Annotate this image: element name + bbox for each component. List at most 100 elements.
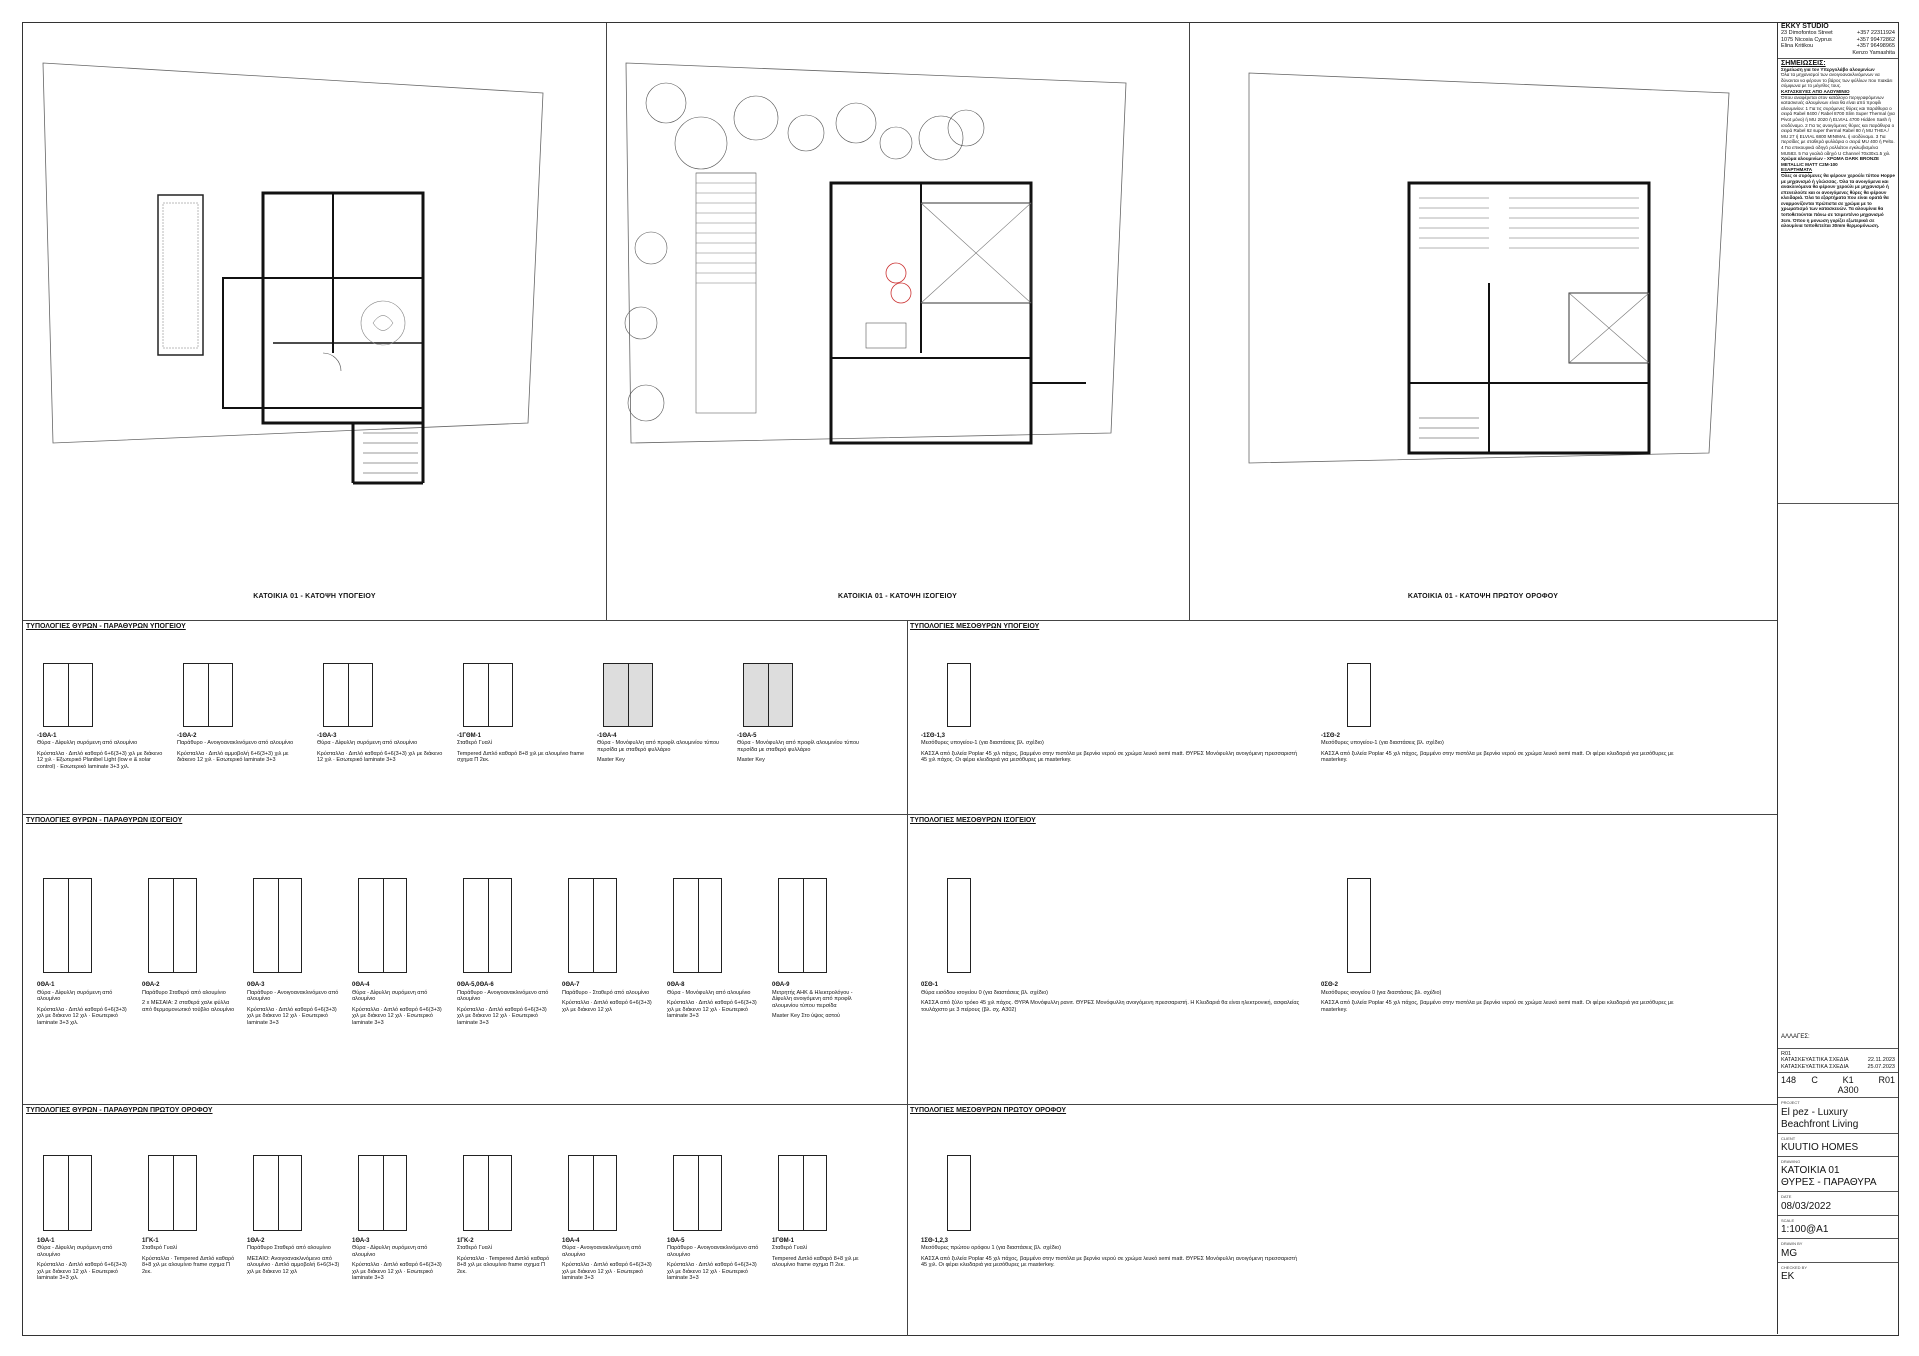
door-item-spec: ΚΑΣΣΑ από ξυλεία Poplar 45 χιλ πάχος, βα…: [1321, 750, 1674, 764]
date-cell: DATE 08/03/2022: [1778, 1192, 1898, 1216]
revision-code: R01: [1781, 1051, 1792, 1058]
notes-body-2: Όπου αναφέρεται στον κατάλογο περιγραφόμ…: [1781, 94, 1895, 156]
item-code: 1ΓΘΜ-1: [772, 1237, 794, 1244]
item-description: Παράθυρο - Ανοιγοανακλινόμενο από αλουμί…: [177, 740, 294, 747]
notes-body: Όλα τα μηχανισμοί των ανοιγοανακλινόμενω…: [1781, 72, 1893, 89]
project-label: PROJECT: [1781, 1100, 1800, 1106]
item-description: Θύρα - Δίφυλλη συρόμενη από αλουμίνιο: [37, 1245, 113, 1258]
studio-info: EKKY STUDIO 23 Dimofontos Street 1075 Ni…: [1778, 22, 1898, 60]
item-description: Θύρα - Ανοιγοανακλινόμενη από αλουμίνιο: [562, 1245, 642, 1258]
elevation-drawing: [148, 877, 198, 973]
item-code: 1ΓΚ-2: [457, 1237, 474, 1244]
band-basement-windows: ΤΥΠΟΛΟΓΙΕΣ ΘΥΡΩΝ - ΠΑΡΑΘΥΡΩΝ ΥΠΟΓΕΙΟΥ: [23, 620, 908, 815]
door-item-desc: Μεσόθυρες υπογείου-1 (για διαστάσεις βλ.…: [921, 740, 1044, 747]
drawing-number: K1 A300: [1837, 1075, 1859, 1096]
plan-ground-drawing: [624, 62, 1127, 445]
client-label: CLIENT: [1781, 1135, 1796, 1141]
item-spec: Κρύσταλλα · Διπλό καθαρό 6+6(3+3) χιλ με…: [457, 1006, 547, 1026]
elevation-mullion: [67, 878, 69, 972]
elevation-mullion: [697, 878, 699, 972]
revision-1-label: ΚΑΤΑΣΚΕΥΑΣΤΙΚΑ ΣΧΕΔΙΑ: [1781, 1057, 1849, 1064]
elevation-mullion: [628, 663, 629, 726]
elevation-drawing: [43, 662, 93, 727]
door-item-spec: ΚΑΣΣΑ από ξυλεία Poplar 45 χιλ πάχος, βα…: [921, 750, 1298, 764]
item-code: 0ΘΑ-5,0ΘΑ-6: [457, 982, 494, 989]
item-description: Θύρα - Δίφυλλη συρόμενη από αλουμίνιο: [37, 740, 138, 747]
door-item-spec: ΚΑΣΣΑ από ξύλο τρόκο 45 χιλ πάχος. ΘΥΡΑ …: [921, 1000, 1300, 1013]
item-code: -1ΘΑ-3: [317, 732, 337, 739]
elevation-mullion: [802, 878, 804, 972]
item-spec: Master Key: [597, 757, 625, 764]
band-title: ΤΥΠΟΛΟΓΙΕΣ ΜΕΣΟΘΥΡΩΝ ΥΠΟΓΕΙΟΥ: [910, 623, 1040, 630]
item-code: -1ΘΑ-2: [177, 732, 197, 739]
door-item-code: 1ΣΘ-1,2,3: [921, 1237, 948, 1244]
scale-value: 1:100@A1: [1781, 1224, 1829, 1236]
item-spec: Κρύσταλλα · Tempered Διπλό καθαρό 8+8 χι…: [457, 1255, 550, 1275]
elevation-drawing: [253, 877, 303, 973]
elevation-mullion: [768, 663, 769, 726]
band-title: ΤΥΠΟΛΟΓΙΕΣ ΘΥΡΩΝ - ΠΑΡΑΘΥΡΩΝ ΙΣΟΓΕΙΟΥ: [26, 817, 183, 824]
elevation-drawing: [463, 1154, 513, 1231]
elevation-drawing: [148, 1154, 198, 1231]
item-description: Θύρα - Δίφυλλη συρόμενη από αλουμίνιο: [352, 1245, 428, 1258]
drawing-title-1: ΚΑΤΟΙΚΙΑ 01: [1781, 1165, 1840, 1177]
notes-intro: Σημείωση για τον Υπεργολάβο αλουμινίων: [1781, 66, 1875, 72]
band-title: ΤΥΠΟΛΟΓΙΕΣ ΘΥΡΩΝ - ΠΑΡΑΘΥΡΩΝ ΠΡΩΤΟΥ ΟΡΟΦ…: [26, 1107, 213, 1114]
door-item-desc: Μεσόθυρες ισογείου 0 (για διαστάσεις βλ.…: [1321, 989, 1442, 996]
item-spec: Master Key Στο ύψος αστού: [772, 1013, 841, 1020]
item-spec: Κρύσταλλα · Διπλό καθαρό 6+6(3+3) χιλ με…: [562, 1000, 652, 1013]
item-spec: Κρύσταλλα · Διπλό καθαρό 6+6(3+3) χιλ με…: [37, 1262, 127, 1282]
elevation-drawing: [358, 877, 408, 973]
client-cell: CLIENT KUUTIO HOMES: [1778, 1134, 1898, 1158]
elevation-mullion: [172, 1155, 174, 1230]
drawn-value: MG: [1781, 1247, 1798, 1259]
door-item-code: -1ΣΘ-1,3: [921, 732, 945, 739]
item-code: -1ΘΑ-4: [597, 732, 617, 739]
item-code: 0ΘΑ-8: [667, 982, 685, 989]
elevation-drawing: [568, 877, 618, 973]
item-description: Παράθυρο - Ανοιγοανακλινόμενο από αλουμί…: [667, 1245, 759, 1258]
elevation-drawing: [603, 662, 653, 727]
stage: C: [1811, 1075, 1818, 1086]
checked-cell: CHECKED BY EK: [1778, 1263, 1898, 1285]
elevation-mullion: [382, 1155, 384, 1230]
elevation-drawing: [253, 1154, 303, 1231]
item-code: 1ΘΑ-2: [247, 1237, 265, 1244]
notes: ΣΗΜΕΙΩΣΕΙΣ: Σημείωση για τον Υπεργολάβο …: [1778, 59, 1898, 505]
checked-label: CHECKED BY: [1781, 1264, 1808, 1270]
revision-1-date: 22.11.2023: [1867, 1057, 1895, 1064]
item-spec: Tempered Διπλό καθαρό 8+8 χιλ με αλουμίν…: [772, 1255, 859, 1269]
item-description: Θύρα - Δίφυλλη συρόμενη από αλουμίνιο: [317, 740, 418, 747]
drawn-cell: DRAWN BY MG: [1778, 1239, 1898, 1263]
item-code: 0ΘΑ-3: [247, 982, 265, 989]
item-spec: Κρύσταλλα · Διπλό καθαρό 6+6(3+3) χιλ με…: [352, 1006, 442, 1026]
band-title: ΤΥΠΟΛΟΓΙΕΣ ΜΕΣΟΘΥΡΩΝ ΠΡΩΤΟΥ ΟΡΟΦΟΥ: [910, 1107, 1067, 1114]
elevation-drawing: [673, 1154, 723, 1231]
drawing-sheet: ΚΑΤΟΙΚΙΑ 01 - ΚΑΤΟΨΗ ΥΠΟΓΕΙΟΥ: [22, 22, 1899, 1336]
client-name: KUUTIO HOMES: [1781, 1142, 1859, 1154]
item-code: 0ΘΑ-2: [142, 982, 160, 989]
elevation-drawing: [43, 1154, 93, 1231]
drawn-label: DRAWN BY: [1781, 1241, 1803, 1247]
title-block: EKKY STUDIO 23 Dimofontos Street 1075 Ni…: [1777, 22, 1898, 1334]
elevation-drawing: [778, 877, 828, 973]
elevation-drawing: [43, 877, 93, 973]
item-spec: Κρύσταλλα · Διπλό καθαρό 6+6(3+3) χιλ με…: [562, 1262, 652, 1282]
item-spec: Κρύσταλλα · Διπλό καθαρό 6+6(3+3) χιλ με…: [247, 1006, 337, 1026]
elevation-drawing: [673, 877, 723, 973]
plan-ground: ΚΑΤΟΙΚΙΑ 01 - ΚΑΤΟΨΗ ΙΣΟΓΕΙΟΥ: [606, 23, 1190, 620]
